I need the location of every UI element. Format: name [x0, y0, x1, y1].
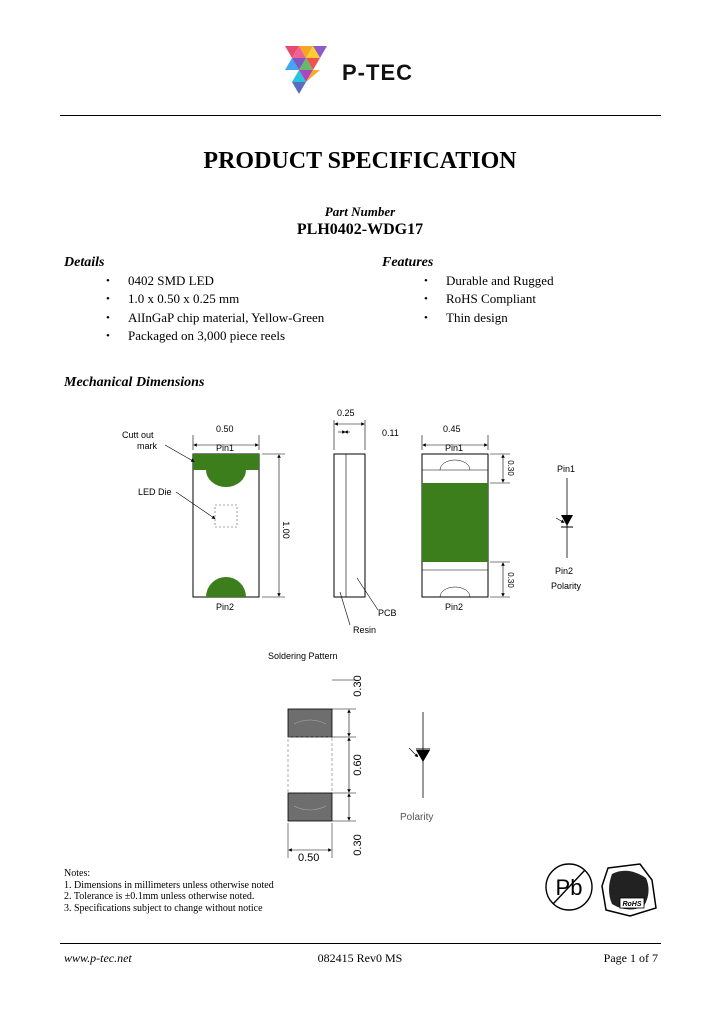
solder-pad-bottom-label: 0.30: [352, 834, 364, 855]
page-title: PRODUCT SPECIFICATION: [203, 148, 517, 174]
solder-gap-label: 0.60: [352, 754, 364, 775]
side-thickness-label: 0.25: [337, 408, 355, 418]
footer-website[interactable]: www.p-tec.net: [64, 951, 132, 965]
front-length-label: 1.00: [281, 521, 291, 539]
back-pin1-label: Pin1: [445, 443, 463, 453]
solder-width-label: 0.50: [298, 852, 319, 864]
resin-label: Resin: [353, 625, 376, 635]
mechanical-heading: Mechanical Dimensions: [64, 375, 205, 390]
features-item: Durable and Rugged: [424, 272, 554, 290]
details-item: AlInGaP chip material, Yellow-Green: [106, 309, 324, 327]
led-die: [214, 504, 238, 528]
features-item: Thin design: [424, 309, 554, 327]
details-item: 1.0 x 0.50 x 0.25 mm: [106, 290, 324, 308]
pb-text: Pb: [556, 875, 583, 900]
pin1-pad-arc: [206, 470, 246, 487]
header-rule: [60, 115, 661, 116]
note-item: 2. Tolerance is ±0.1mm unless otherwise …: [64, 891, 255, 902]
front-pin2-label: Pin2: [216, 602, 234, 612]
symbol-pin2-label: Pin2: [555, 566, 573, 576]
pcb-label: PCB: [378, 608, 397, 618]
pb-free-badge: Pb: [545, 863, 593, 911]
front-view: 0.50 Pin1 1.00 Pin2 Cutt out mark LED Di…: [122, 424, 291, 612]
back-green-pad: [422, 483, 488, 562]
back-width-label: 0.45: [443, 424, 461, 434]
front-pin1-label: Pin1: [216, 443, 234, 453]
notes-heading: Notes:: [64, 868, 91, 879]
note-item: 1. Dimensions in millimeters unless othe…: [64, 879, 274, 891]
back-top-pad-label: 0.30: [506, 460, 515, 476]
solder-pad-top-label: 0.30: [352, 675, 364, 696]
back-bottom-pad-label: 0.30: [506, 572, 515, 588]
side-top-label: 0.11: [382, 428, 399, 438]
rohs-badge: RoHS: [601, 863, 657, 917]
solder-pad-bottom: [287, 792, 333, 822]
features-list: Durable and Rugged RoHS Compliant Thin d…: [424, 272, 554, 327]
footer-doc-code: 082415 Rev0 MS: [317, 951, 403, 965]
rohs-text: RoHS: [622, 901, 641, 908]
back-pin2-label: Pin2: [445, 602, 463, 612]
soldering-pattern-drawing: Soldering Pattern 0.30 0.60 0.30 0.50 Po…: [268, 651, 433, 864]
footer-page-number: Page 1 of 7: [603, 951, 658, 965]
part-number-value: PLH0402-WDG17: [296, 221, 424, 238]
pin2-pad-arc: [206, 577, 246, 597]
pin1-pad: [193, 454, 259, 470]
part-number-label: Part Number: [324, 204, 396, 219]
solder-polarity-label: Polarity: [400, 812, 433, 823]
mechanical-drawing: 0.50 Pin1 1.00 Pin2 Cutt out mark LED Di…: [122, 408, 582, 635]
solder-gap: [287, 736, 333, 794]
soldering-title: Soldering Pattern: [268, 651, 338, 661]
side-view: 0.25 0.11 PCB Resin: [333, 408, 399, 635]
diode-symbol: Pin1 Pin2 Polarity: [551, 464, 582, 591]
features-heading: Features: [382, 255, 434, 270]
details-item: Packaged on 3,000 piece reels: [106, 327, 324, 345]
symbol-polarity-label: Polarity: [551, 581, 582, 591]
solder-pad-top: [287, 708, 333, 738]
front-width-label: 0.50: [216, 424, 234, 434]
p-tec-logo: [285, 46, 327, 94]
note-item: 3. Specifications subject to change with…: [64, 902, 263, 914]
footer-rule: [60, 943, 661, 944]
symbol-pin1-label: Pin1: [557, 464, 575, 474]
features-item: RoHS Compliant: [424, 290, 554, 308]
details-item: 0402 SMD LED: [106, 272, 324, 290]
cutout-label: Cutt out: [122, 430, 154, 440]
details-list: 0402 SMD LED 1.0 x 0.50 x 0.25 mm AlInGa…: [106, 272, 324, 345]
back-view: 0.45 Pin1 0.30 0.30 Pin2: [421, 424, 515, 612]
led-die-label: LED Die: [138, 487, 172, 497]
notes: Notes: 1. Dimensions in millimeters unle…: [64, 868, 274, 914]
details-heading: Details: [64, 255, 105, 270]
brand-name: P-TEC: [342, 60, 413, 85]
cutout-label-2: mark: [137, 441, 157, 451]
